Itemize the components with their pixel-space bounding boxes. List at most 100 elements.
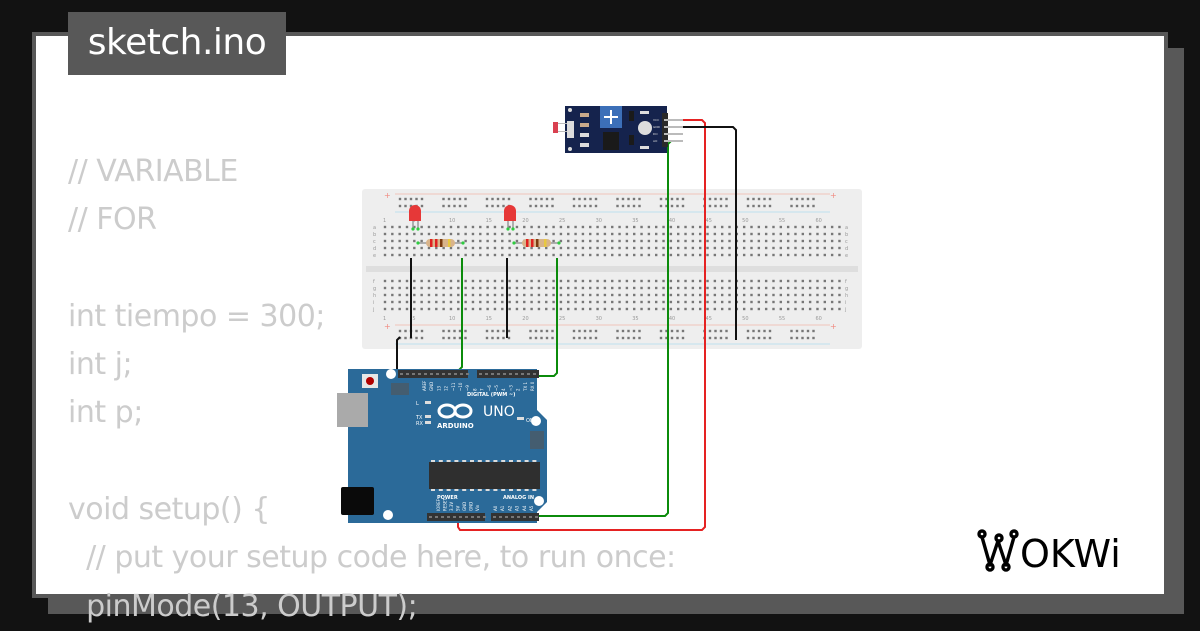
row-label: b <box>845 232 848 238</box>
row-label: f <box>845 279 847 285</box>
column-label: 20 <box>522 218 528 224</box>
column-label: 55 <box>779 316 785 322</box>
power-pin-label: Vin <box>475 504 480 511</box>
digital-pin-label: ~9 <box>465 385 470 391</box>
column-label: 20 <box>522 316 528 322</box>
arduino-on-label: ON <box>526 418 534 424</box>
column-label: 40 <box>669 218 675 224</box>
code-preview: // VARIABLE // FOR int tiempo = 300; int… <box>68 154 676 624</box>
digital-pin-label: ~10 <box>458 382 463 391</box>
digital-pin-label: ~6 <box>487 385 492 391</box>
row-label: a <box>845 225 848 231</box>
column-label: 25 <box>559 316 565 322</box>
row-label: g <box>373 286 376 292</box>
arduino-led-label: TX <box>415 415 423 421</box>
analog-pin-label: A4 <box>522 505 527 511</box>
power-pin-label: IOREF <box>436 498 441 511</box>
column-label: 45 <box>706 218 712 224</box>
column-label: 25 <box>559 218 565 224</box>
row-label: b <box>373 232 376 238</box>
rail-plus-label: + <box>830 191 837 200</box>
arduino-uno: UNO ARDUINO DIGITAL (PWM ~) POWER ANALOG… <box>337 369 547 523</box>
digital-pin-label: 2 <box>516 388 521 391</box>
column-label: 40 <box>669 316 675 322</box>
column-label: 35 <box>632 316 638 322</box>
sensor-pin-label: AO <box>653 139 658 143</box>
column-label: 60 <box>815 218 821 224</box>
row-label: h <box>845 293 848 299</box>
digital-pin-label: RX 0 <box>530 381 535 391</box>
sensor-pin-label: DO <box>653 132 658 136</box>
sensor-pin-label: VCC <box>653 118 659 122</box>
photoresistor-sensor: VCC GND DO AO <box>553 106 683 153</box>
arduino-brand-label: ARDUINO <box>437 422 474 430</box>
wokwi-logo: OKWi <box>977 529 1121 576</box>
rail-plus-label: + <box>830 322 837 331</box>
digital-pin-label: 8 <box>472 388 477 391</box>
column-label: 15 <box>486 218 492 224</box>
column-label: 50 <box>742 316 748 322</box>
row-label: h <box>373 293 376 299</box>
arduino-model-label: UNO <box>483 404 515 420</box>
analog-pin-label: A1 <box>500 505 505 511</box>
column-label: 45 <box>706 316 712 322</box>
digital-pin-label: 13 <box>436 385 441 391</box>
row-label: a <box>373 225 376 231</box>
rail-plus-label: + <box>384 191 391 200</box>
power-pin-label: RESET <box>443 498 448 511</box>
column-label: 10 <box>449 316 455 322</box>
column-label: 1 <box>383 218 386 224</box>
column-label: 35 <box>632 218 638 224</box>
column-label: 50 <box>742 218 748 224</box>
analog-pin-label: A0 <box>493 505 498 511</box>
led-1 <box>409 205 421 231</box>
digital-pin-label: TX 1 <box>523 382 528 392</box>
column-label: 5 <box>412 316 415 322</box>
digital-pin-label: ~5 <box>494 385 499 391</box>
digital-pin-label: GND <box>429 382 434 391</box>
breadboard: + + + + 1 1 55 10 10 15 15 20 20 25 25 30 30 35 35 40 40… <box>362 189 862 349</box>
arduino-analog-label: ANALOG IN <box>503 495 534 501</box>
digital-pin-label: AREF <box>422 380 427 391</box>
resistor-1 <box>416 239 465 247</box>
power-pin-label: GND <box>462 502 467 511</box>
column-label: 1 <box>383 316 386 322</box>
row-label: f <box>373 279 375 285</box>
row-label: j <box>372 307 374 313</box>
analog-pin-label: A2 <box>507 505 512 511</box>
digital-pin-label: 4 <box>501 388 506 391</box>
wire-red-5v <box>457 119 706 531</box>
arduino-led-label: L <box>416 401 419 407</box>
row-label: i <box>845 300 846 306</box>
sensor-pin-label: GND <box>653 125 661 129</box>
wokwi-logo-text: OKWi <box>1020 532 1121 576</box>
column-label: 30 <box>596 316 602 322</box>
column-label: 30 <box>596 218 602 224</box>
analog-pin-label: A5 <box>529 505 534 511</box>
row-label: j <box>844 307 846 313</box>
arduino-digital-label: DIGITAL (PWM ~) <box>467 392 515 398</box>
power-pin-label: GND <box>469 502 474 511</box>
power-pin-label: 3.3V <box>449 502 454 511</box>
row-label: d <box>845 246 848 252</box>
arduino-led-label: RX <box>416 421 423 427</box>
column-label: 15 <box>486 316 492 322</box>
row-label: c <box>373 239 376 245</box>
row-label: e <box>373 253 376 259</box>
column-label: 10 <box>449 218 455 224</box>
digital-pin-label: 12 <box>444 385 449 391</box>
row-label: e <box>845 253 848 259</box>
row-label: g <box>845 286 848 292</box>
led-2 <box>504 205 516 231</box>
resistor-2 <box>512 239 561 247</box>
digital-pin-label: 7 <box>480 388 485 391</box>
row-label: c <box>845 239 848 245</box>
arduino-power-label: POWER <box>437 495 458 501</box>
power-pin-label: 5V <box>456 505 461 511</box>
wire-black-gnd-rail <box>396 336 401 376</box>
sketch-title: sketch.ino <box>68 12 286 75</box>
digital-pin-label: ~3 <box>508 385 513 391</box>
rail-plus-label: + <box>384 322 391 331</box>
column-label: 55 <box>779 218 785 224</box>
